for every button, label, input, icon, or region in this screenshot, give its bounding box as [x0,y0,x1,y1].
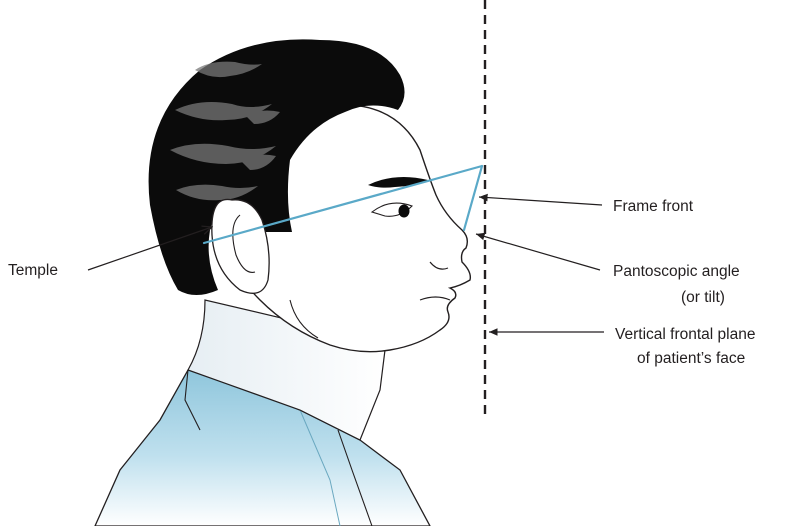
frame-front [464,166,482,230]
pantoscopic-label-line1: Pantoscopic angle [613,263,740,280]
vertical-plane-label-line2: of patient’s face [637,350,745,367]
frame-front-leader [479,197,602,205]
vertical-plane-label-line1: Vertical frontal plane [615,326,755,343]
pantoscopic-leader [476,234,600,270]
frame-front-label: Frame front [613,198,694,215]
temple-label: Temple [8,262,58,279]
pantoscopic-label-line2: (or tilt) [681,289,725,306]
